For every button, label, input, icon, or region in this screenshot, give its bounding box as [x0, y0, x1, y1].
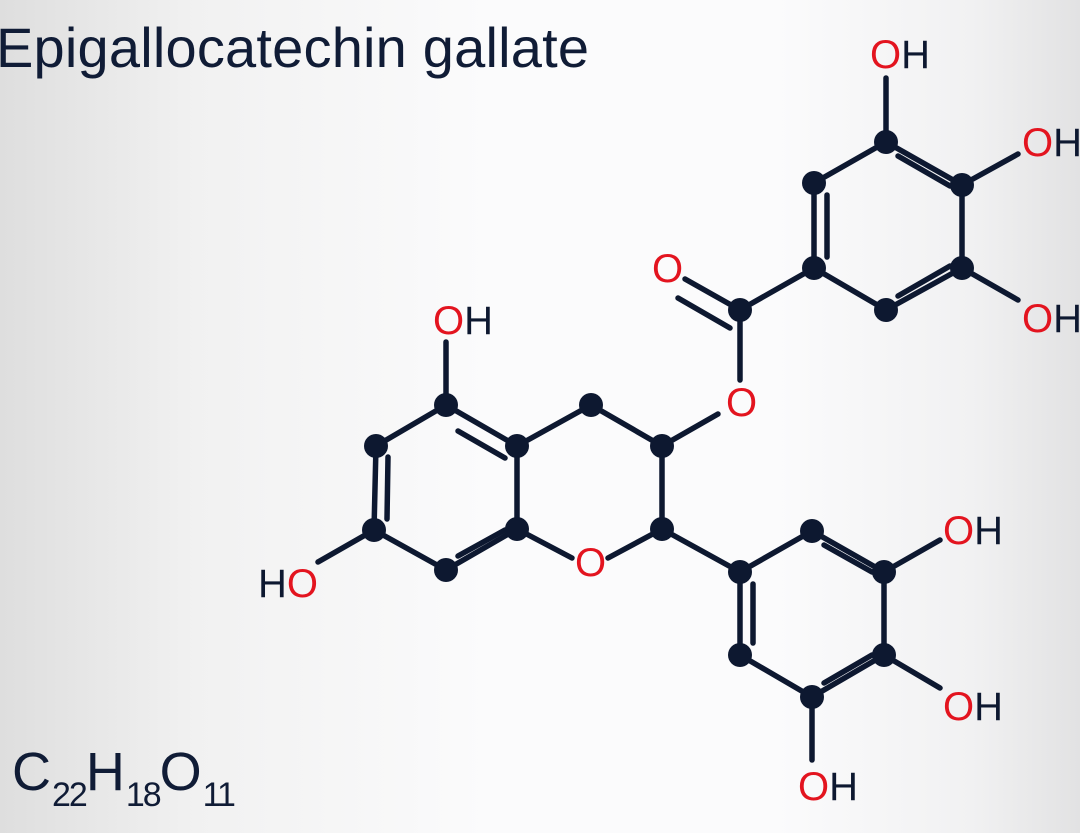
carbon-atom: [802, 171, 826, 195]
formula-element: C: [12, 742, 51, 802]
carbon-atom: [505, 517, 529, 541]
formula-element: H: [85, 742, 125, 802]
carbon-atom: [872, 560, 896, 584]
carbon-atom: [505, 434, 529, 458]
carbon-atom: [434, 558, 458, 582]
carbon-atom: [728, 643, 752, 667]
carbon-atom: [364, 434, 388, 458]
carbon-atom: [650, 434, 674, 458]
hydroxyl-label: OH: [1022, 121, 1080, 165]
hydroxyl-label: HO: [258, 562, 318, 606]
hydroxyl-label: OH: [943, 685, 1003, 729]
hydroxyl-label: OH: [943, 509, 1003, 553]
hydroxyl-label: OH: [870, 33, 930, 77]
formula-count: 18: [125, 776, 162, 814]
hydroxyl-label: OH: [798, 765, 858, 809]
carbon-atom: [650, 517, 674, 541]
ring-oxygen-label: O: [575, 541, 606, 585]
carbon-atom: [872, 643, 896, 667]
carbon-atom: [434, 393, 458, 417]
carbon-atom: [728, 560, 752, 584]
carbonyl-oxygen-label: O: [652, 247, 683, 291]
atom-labels: OH HO O O O OH OH OH OH OH OH: [258, 33, 1080, 809]
hydroxyl-label: OH: [1022, 297, 1080, 341]
hydroxyl-label: OH: [433, 299, 493, 343]
molecule-title: Epigallocatechin gallate: [0, 16, 590, 79]
atoms: [362, 130, 974, 709]
carbon-atom: [728, 298, 752, 322]
carbon-atom: [579, 393, 603, 417]
formula-count: 11: [202, 776, 236, 814]
formula-element: O: [159, 742, 202, 802]
carbon-atom: [800, 685, 824, 709]
carbon-atom: [362, 518, 386, 542]
carbon-atom: [950, 256, 974, 280]
carbon-atom: [874, 130, 898, 154]
ester-oxygen-label: O: [726, 381, 757, 425]
carbon-atom: [802, 256, 826, 280]
bonds: [315, 75, 1021, 763]
molecular-formula: C22H18O11: [12, 742, 236, 814]
formula-count: 22: [52, 776, 88, 814]
carbon-atom: [950, 173, 974, 197]
carbon-atom: [874, 298, 898, 322]
carbon-atom: [800, 519, 824, 543]
